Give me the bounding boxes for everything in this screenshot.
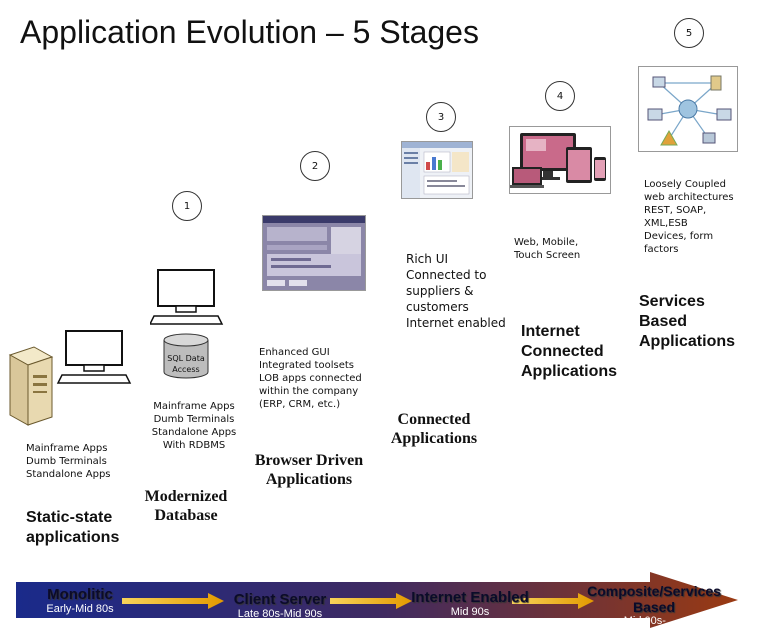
multi-device-image <box>509 126 611 194</box>
db-label-line: Access <box>172 365 200 374</box>
note-line: web architectures <box>644 192 734 203</box>
database-label: SQL Data Access <box>162 353 210 375</box>
gui-application-screenshot <box>262 215 366 291</box>
note-line: Loosely Coupled <box>644 179 726 190</box>
label-line: Internet <box>521 323 580 340</box>
label-line: Browser Driven <box>254 452 364 469</box>
timeline-stage-monolitic: Monolitic Early-Mid 80s <box>30 586 130 616</box>
label-line: Applications <box>639 333 736 350</box>
note-line: Mainframe Apps <box>153 401 235 412</box>
stage3-label: Connected Applications <box>382 410 486 448</box>
note-line: Enhanced GUI <box>259 347 330 358</box>
stage-number-2: 2 <box>300 151 330 181</box>
timeline-stage-internet-enabled: Internet Enabled Mid 90s <box>400 589 540 619</box>
label-line: Static-state <box>26 509 113 526</box>
stage5-notes: Loosely Coupled web architectures REST, … <box>644 178 734 256</box>
timeline-main: Client Server <box>233 591 327 608</box>
note-line: Integrated toolsets <box>259 360 354 371</box>
stage-number-4: 4 <box>545 81 575 111</box>
stage0-notes: Mainframe Apps Dumb Terminals Standalone… <box>26 442 111 481</box>
label-line: Connected <box>397 411 471 428</box>
note-line: suppliers & <box>406 284 474 298</box>
note-line: With RDBMS <box>162 440 226 451</box>
timeline-sub: Mid 90s <box>450 606 490 618</box>
stage1-notes: Mainframe Apps Dumb Terminals Standalone… <box>148 400 240 452</box>
note-line: Web, Mobile, <box>514 237 579 248</box>
label-line: Database <box>154 507 218 524</box>
computer-database-icon <box>150 269 224 379</box>
note-line: within the company <box>259 386 359 397</box>
label-line: Modernized <box>144 488 228 505</box>
note-line: (ERP, CRM, etc.) <box>259 399 341 410</box>
timeline-sub: Late 80s-Mid 90s <box>237 608 323 620</box>
timeline-band <box>16 572 738 628</box>
stage-number-5: 5 <box>674 18 704 48</box>
note-line: Dumb Terminals <box>26 456 107 467</box>
note-line: Dumb Terminals <box>153 414 235 425</box>
note-line: Standalone Apps <box>151 427 237 438</box>
stage2-notes: Enhanced GUI Integrated toolsets LOB app… <box>259 346 362 411</box>
stage-number-3: 3 <box>426 102 456 132</box>
note-line: Internet enabled <box>406 316 506 330</box>
timeline-main: Composite/Services <box>587 583 721 599</box>
note-line: Connected to <box>406 268 487 282</box>
timeline-stage-composite-services: Composite/Services Based Mid 00s- . . . <box>574 583 734 627</box>
stage1-label: Modernized Database <box>136 487 236 525</box>
label-line: Connected <box>521 343 604 360</box>
stage5-label: Services Based Applications <box>639 292 735 352</box>
timeline-stage-client-server: Client Server Late 80s-Mid 90s <box>218 591 342 621</box>
stage0-label: Static-state applications <box>26 508 119 548</box>
label-line: Applications <box>265 471 353 488</box>
note-line: Rich UI <box>406 252 449 266</box>
note-line: factors <box>644 244 679 255</box>
timeline-sub: Mid 00s- . . . <box>623 615 685 627</box>
note-line: Standalone Apps <box>26 469 111 480</box>
label-line: Services <box>639 293 705 310</box>
timeline-main: Internet Enabled <box>411 589 529 606</box>
db-label-line: SQL Data <box>167 354 205 363</box>
label-line: Applications <box>390 430 478 447</box>
note-line: LOB apps connected <box>259 373 362 384</box>
timeline-main: Monolitic <box>47 586 113 603</box>
stage3-notes: Rich UI Connected to suppliers & custome… <box>406 251 506 331</box>
timeline-main-2: Based <box>632 599 676 615</box>
rich-ui-screenshot <box>401 141 473 199</box>
label-line: applications <box>26 529 120 546</box>
note-line: customers <box>406 300 469 314</box>
note-line: Touch Screen <box>514 250 581 261</box>
label-line: Applications <box>521 363 618 380</box>
server-terminal-icon <box>8 330 132 426</box>
note-line: Devices, form <box>644 231 714 242</box>
services-network-image <box>638 66 738 152</box>
timeline-sub: Early-Mid 80s <box>46 603 114 615</box>
note-line: Mainframe Apps <box>26 443 108 454</box>
note-line: XML,ESB <box>644 218 688 229</box>
stage2-label: Browser Driven Applications <box>250 451 368 489</box>
note-line: REST, SOAP, <box>644 205 707 216</box>
stage4-label: Internet Connected Applications <box>521 322 617 382</box>
stage-number-1: 1 <box>172 191 202 221</box>
page-title: Application Evolution – 5 Stages <box>20 14 479 50</box>
stage4-notes: Web, Mobile, Touch Screen <box>514 236 580 262</box>
label-line: Based <box>639 313 688 330</box>
